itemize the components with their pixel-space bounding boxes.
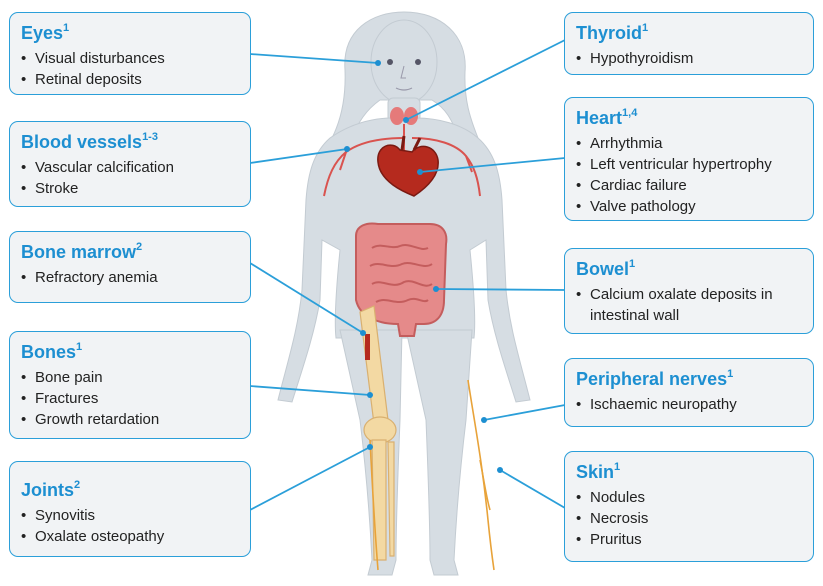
joints-title: Joints2 (21, 475, 240, 501)
heart-item: Left ventricular hypertrophy (576, 154, 803, 175)
bowel-box: Bowel1 Calcium oxalate deposits in intes… (564, 248, 814, 334)
bones-title: Bones1 (21, 337, 240, 363)
bones-item: Growth retardation (21, 409, 240, 430)
blood-vessels-title: Blood vessels1-3 (21, 127, 240, 153)
blood-vessels-item: Stroke (21, 178, 240, 199)
eyes-title: Eyes1 (21, 18, 240, 44)
bone-marrow-detail (365, 334, 370, 360)
skin-item: Necrosis (576, 508, 803, 529)
peripheral-nerves-item: Ischaemic neuropathy (576, 394, 803, 415)
joints-item: Oxalate osteopathy (21, 526, 240, 547)
heart-item: Arrhythmia (576, 133, 803, 154)
skin-item: Nodules (576, 487, 803, 508)
bone-marrow-box: Bone marrow2 Refractory anemia (9, 231, 251, 303)
bowel-item: Calcium oxalate deposits in intestinal w… (576, 284, 803, 326)
blood-vessels-item: Vascular calcification (21, 157, 240, 178)
thyroid-item: Hypothyroidism (576, 48, 803, 69)
peripheral-nerves-box: Peripheral nerves1 Ischaemic neuropathy (564, 358, 814, 427)
thyroid-title: Thyroid1 (576, 18, 803, 44)
bone-marrow-item: Refractory anemia (21, 267, 240, 288)
skin-item: Pruritus (576, 529, 803, 550)
heart-item: Cardiac failure (576, 175, 803, 196)
joints-box: Joints2 Synovitis Oxalate osteopathy (9, 461, 251, 557)
joints-item: Synovitis (21, 505, 240, 526)
bowel-title: Bowel1 (576, 254, 803, 280)
skin-box: Skin1 Nodules Necrosis Pruritus (564, 451, 814, 562)
bone-marrow-title: Bone marrow2 (21, 237, 240, 263)
bones-item: Bone pain (21, 367, 240, 388)
thyroid-box: Thyroid1 Hypothyroidism (564, 12, 814, 75)
heart-box: Heart1,4 Arrhythmia Left ventricular hyp… (564, 97, 814, 221)
skin-title: Skin1 (576, 457, 803, 483)
bones-item: Fractures (21, 388, 240, 409)
eyes-item: Retinal deposits (21, 69, 240, 90)
bones-box: Bones1 Bone pain Fractures Growth retard… (9, 331, 251, 439)
eyes-item: Visual disturbances (21, 48, 240, 69)
heart-item: Valve pathology (576, 196, 803, 217)
blood-vessels-box: Blood vessels1-3 Vascular calcification … (9, 121, 251, 207)
heart-title: Heart1,4 (576, 103, 803, 129)
eyes-box: Eyes1 Visual disturbances Retinal deposi… (9, 12, 251, 95)
peripheral-nerves-title: Peripheral nerves1 (576, 364, 803, 390)
